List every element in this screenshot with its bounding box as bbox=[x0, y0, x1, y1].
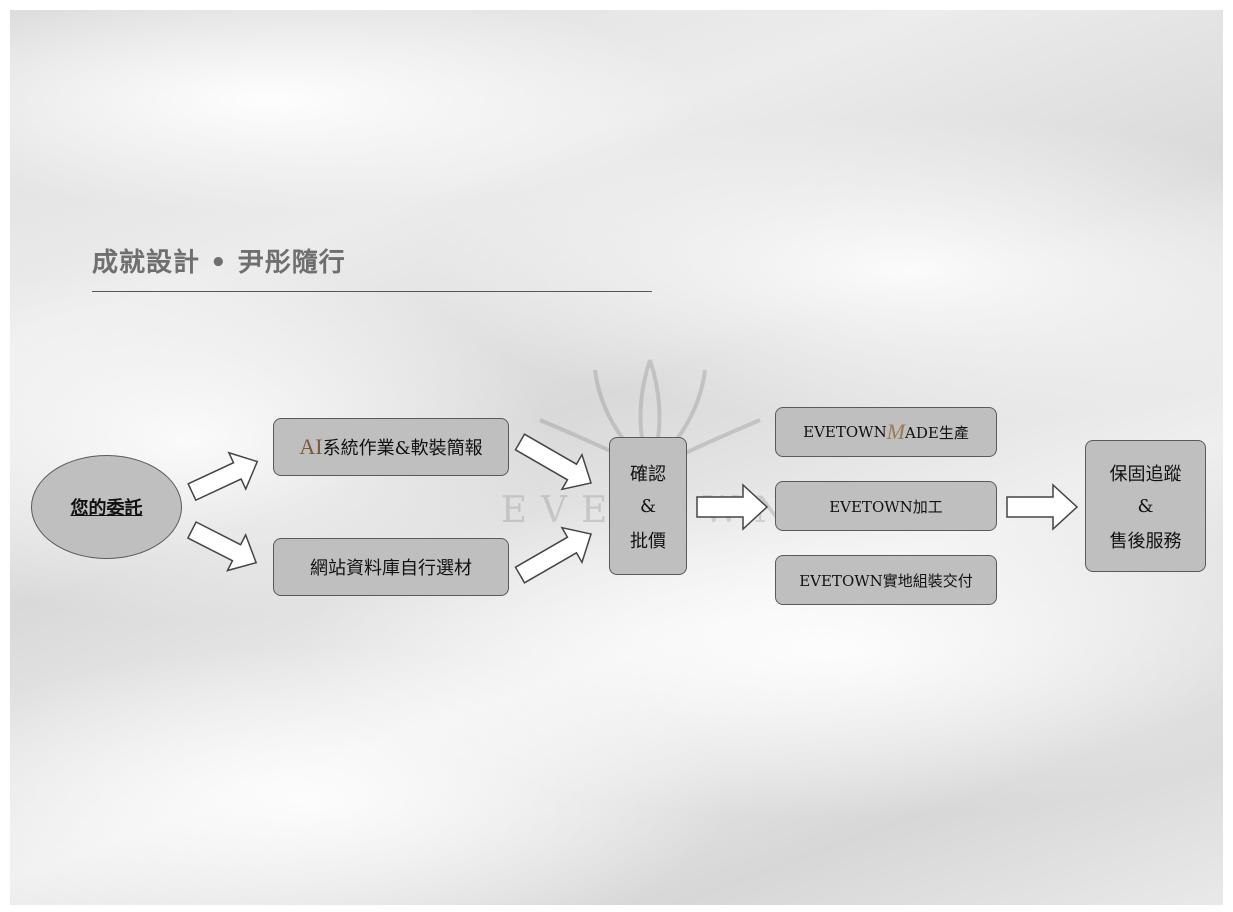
onsite-assembly-node: EVETOWN實地組裝交付 bbox=[775, 555, 997, 605]
warranty-service-node: 保固追蹤 & 售後服務 bbox=[1085, 440, 1206, 572]
warranty-label-1: 保固追蹤 bbox=[1109, 463, 1182, 485]
confirm-label-3: 批價 bbox=[630, 530, 666, 552]
arrow-production-to-warranty-icon bbox=[1006, 483, 1079, 531]
flow-arrows bbox=[186, 433, 1079, 584]
processing-label: EVETOWN加工 bbox=[829, 497, 943, 516]
confirm-quote-node: 確認 & 批價 bbox=[609, 437, 687, 575]
processing-node: EVETOWN加工 bbox=[775, 481, 997, 531]
ai-presentation-label: 系統作業&軟裝簡報 bbox=[322, 438, 483, 459]
website-selection-label: 網站資料庫自行選材 bbox=[310, 558, 472, 579]
made-m-label: M bbox=[886, 419, 906, 444]
website-selection-node: 網站資料庫自行選材 bbox=[273, 538, 509, 596]
commission-label: 您的委託 bbox=[70, 498, 143, 519]
arrow-to-website-icon bbox=[186, 520, 258, 572]
warranty-label-2: & bbox=[1137, 495, 1154, 517]
page-title: 成就設計 • 尹彤隨行 bbox=[92, 248, 346, 278]
commission-node: 您的委託 bbox=[31, 455, 182, 559]
arrow-website-to-confirm-icon bbox=[514, 526, 592, 584]
confirm-label-1: 確認 bbox=[630, 463, 666, 485]
ai-prefix-label: AI bbox=[299, 434, 323, 459]
made-prefix-label: EVETOWN bbox=[803, 423, 887, 441]
made-rest-label: ADE生產 bbox=[905, 423, 969, 442]
arrow-ai-to-confirm-icon bbox=[514, 433, 592, 491]
arrow-to-ai-icon bbox=[187, 451, 259, 502]
title-underline bbox=[92, 291, 652, 292]
onsite-assembly-label: EVETOWN實地組裝交付 bbox=[799, 571, 973, 590]
arrow-confirm-to-production-icon bbox=[696, 483, 769, 531]
warranty-label-3: 售後服務 bbox=[1109, 530, 1182, 552]
confirm-label-2: & bbox=[639, 495, 657, 517]
